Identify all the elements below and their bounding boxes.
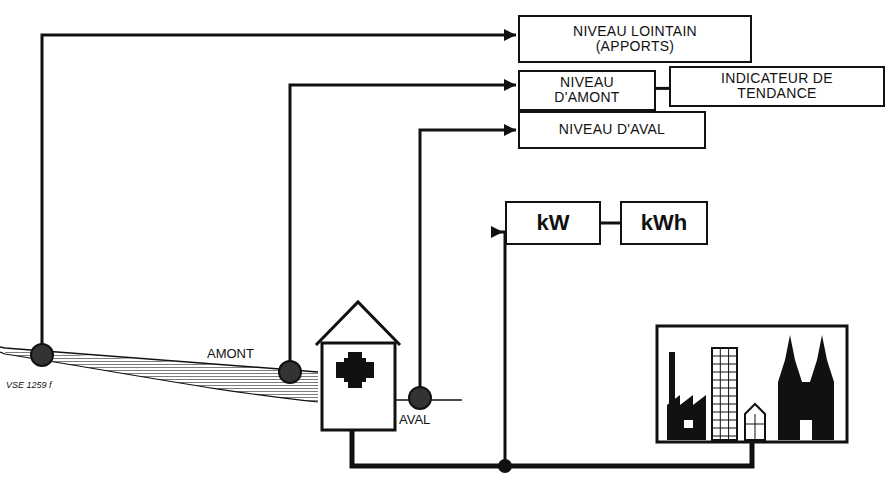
box-text: NIVEAU D'AMONT [528, 75, 646, 106]
meter-box: kW [505, 201, 601, 245]
city-consumers-part-part [712, 356, 737, 357]
sensor-part [279, 361, 301, 383]
box-text: NIVEAU D'AVAL [559, 122, 665, 137]
city-consumers-part [684, 420, 693, 428]
display-box: NIVEAU D'AMONT [518, 70, 656, 111]
city-consumers-part [657, 326, 847, 442]
meter-box: kWh [620, 201, 708, 245]
power-station-part [316, 302, 400, 345]
display-box: NIVEAU D'AVAL [518, 111, 706, 149]
sensor-part [409, 387, 431, 409]
city-consumers-part [800, 420, 812, 440]
city-consumers-part-part [712, 388, 737, 389]
sensor-part [31, 344, 53, 366]
city-consumers-part-part [712, 364, 737, 365]
connector-line [656, 87, 669, 90]
place-label: AMONT [206, 347, 255, 360]
power-station [316, 302, 400, 430]
signal-wire-part [42, 35, 516, 345]
city-consumers-part-part [720, 348, 721, 440]
signal-wire [42, 35, 516, 466]
city-consumers [657, 326, 847, 442]
sensor-part [499, 460, 511, 472]
city-consumers-part-part [712, 380, 737, 381]
city-consumers-part-part [712, 428, 737, 429]
sensor [31, 344, 511, 472]
display-box: INDICATEUR DE TENDANCE [669, 66, 885, 107]
city-consumers-part [712, 348, 737, 440]
box-text: INDICATEUR DE TENDANCE [712, 71, 842, 102]
city-consumers-part-part [728, 348, 729, 440]
box-text: NIVEAU LOINTAIN (APPORTS) [548, 24, 723, 55]
city-consumers-part-part [712, 396, 737, 397]
power-station-part [322, 343, 395, 430]
city-consumers-part [712, 348, 737, 440]
city-consumers-part-part [712, 412, 737, 413]
city-consumers-part-part [712, 420, 737, 421]
city-consumers-part [755, 414, 756, 440]
city-consumers-part [778, 335, 834, 440]
drawing-number: VSE 1259 f [5, 381, 53, 390]
signal-wire-part [290, 85, 516, 362]
city-consumers-part-part [712, 436, 737, 437]
signal-wire-part [498, 231, 503, 234]
city-consumers-part-part [712, 372, 737, 373]
power-station-part [344, 358, 366, 382]
place-label: AVAL [398, 413, 431, 426]
signal-wire-part [420, 130, 516, 388]
connector-line [601, 222, 620, 225]
signal-wire-part [503, 232, 505, 466]
box-text: kWh [641, 211, 687, 235]
display-box: NIVEAU LOINTAIN (APPORTS) [518, 15, 752, 63]
city-consumers-part [745, 404, 765, 440]
city-consumers-part-part [712, 404, 737, 405]
city-consumers-part [667, 395, 706, 440]
box-text: kW [537, 211, 570, 235]
